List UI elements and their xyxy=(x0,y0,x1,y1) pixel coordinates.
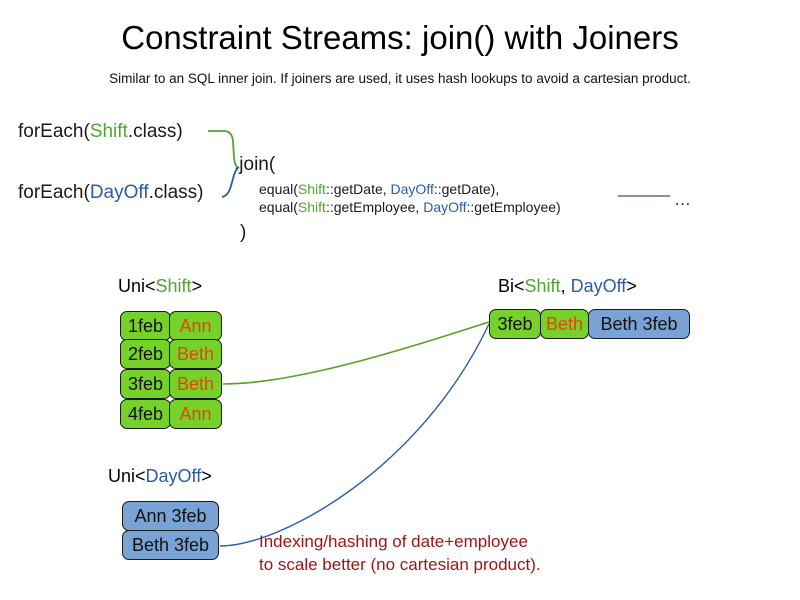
label-bi-type-b: DayOff xyxy=(570,276,627,296)
code-join-close: ) xyxy=(240,222,247,243)
uni-dayoff-row-1[interactable]: Beth 3feb xyxy=(122,530,219,560)
uni-shift-row-0-employee[interactable]: Ann xyxy=(169,311,222,341)
code-foreach-dayoff: forEach(DayOff.class) xyxy=(18,181,204,205)
code-joiner-0-right-type: DayOff xyxy=(390,181,434,197)
label-uni-shift: Uni<Shift> xyxy=(118,275,202,297)
bi-result-date[interactable]: 3feb xyxy=(489,309,541,339)
code-foreach-dayoff-type: DayOff xyxy=(89,182,149,203)
code-foreach-shift-prefix: forEach( xyxy=(18,121,90,142)
uni-shift-row-2-employee[interactable]: Beth xyxy=(169,369,222,399)
code-joiner-1-left-method: ::getEmployee, xyxy=(325,199,424,215)
uni-shift-row-3-employee[interactable]: Ann xyxy=(169,399,222,429)
connector-uni-dayoff-to-bi xyxy=(219,323,490,547)
label-bi-sep: , xyxy=(560,276,571,296)
uni-shift-row-2-date[interactable]: 3feb xyxy=(120,369,171,399)
code-foreach-dayoff-suffix: .class) xyxy=(148,182,204,203)
label-uni-shift-type: Shift xyxy=(155,276,192,296)
code-foreach-shift: forEach(Shift.class) xyxy=(18,120,183,144)
label-bi-type-a: Shift xyxy=(524,276,561,296)
code-joiner-1-right-type: DayOff xyxy=(423,199,467,215)
code-joiner-1-left-type: Shift xyxy=(297,199,326,215)
code-joiner-0-right-method: ::getDate), xyxy=(433,181,500,197)
label-bi-result: Bi<Shift, DayOff> xyxy=(498,275,637,297)
code-joiner-1-prefix: equal( xyxy=(259,199,298,215)
uni-shift-row-1-employee[interactable]: Beth xyxy=(169,339,222,369)
code-join-open: .join( xyxy=(234,154,276,175)
annotation-line-1: Indexing/hashing of date+employee xyxy=(259,532,528,551)
page-title: Constraint Streams: join() with Joiners xyxy=(121,19,679,56)
code-foreach-dayoff-prefix: forEach( xyxy=(18,182,90,203)
code-joiner-1-right-method: ::getEmployee) xyxy=(466,199,561,215)
page-subtitle: Similar to an SQL inner join. If joiners… xyxy=(109,71,691,86)
label-uni-dayoff-suffix: > xyxy=(201,466,212,486)
code-joiner-line-0: equal(Shift::getDate, DayOff::getDate), xyxy=(259,180,499,199)
code-joiner-0-prefix: equal( xyxy=(259,181,298,197)
uni-shift-row-3-date[interactable]: 4feb xyxy=(120,399,171,429)
code-joiner-line-1: equal(Shift::getEmployee, DayOff::getEmp… xyxy=(259,198,561,217)
annotation-text: Indexing/hashing of date+employee to sca… xyxy=(259,530,541,576)
label-uni-shift-suffix: > xyxy=(191,276,203,296)
code-joiner-0-left-method: ::getDate, xyxy=(325,181,391,197)
label-bi-suffix: > xyxy=(626,276,637,296)
code-foreach-shift-type: Shift xyxy=(89,121,128,142)
code-foreach-shift-suffix: .class) xyxy=(127,121,183,142)
label-uni-shift-prefix: Uni< xyxy=(118,276,156,296)
uni-shift-row-1-date[interactable]: 2feb xyxy=(120,339,171,369)
annotation-line-2: to scale better (no cartesian product). xyxy=(259,555,541,574)
uni-shift-row-0-date[interactable]: 1feb xyxy=(120,311,171,341)
label-uni-dayoff: Uni<DayOff> xyxy=(108,465,212,487)
code-ellipsis: … xyxy=(674,190,691,209)
bi-result-employee[interactable]: Beth xyxy=(540,309,589,339)
code-joiner-0-left-type: Shift xyxy=(297,181,326,197)
connector-uni-shift-to-bi xyxy=(222,321,490,385)
bi-result-dayoff[interactable]: Beth 3feb xyxy=(588,309,690,339)
uni-dayoff-row-0[interactable]: Ann 3feb xyxy=(122,501,219,531)
label-uni-dayoff-prefix: Uni< xyxy=(108,466,146,486)
label-bi-prefix: Bi< xyxy=(498,276,525,296)
label-uni-dayoff-type: DayOff xyxy=(145,466,202,486)
